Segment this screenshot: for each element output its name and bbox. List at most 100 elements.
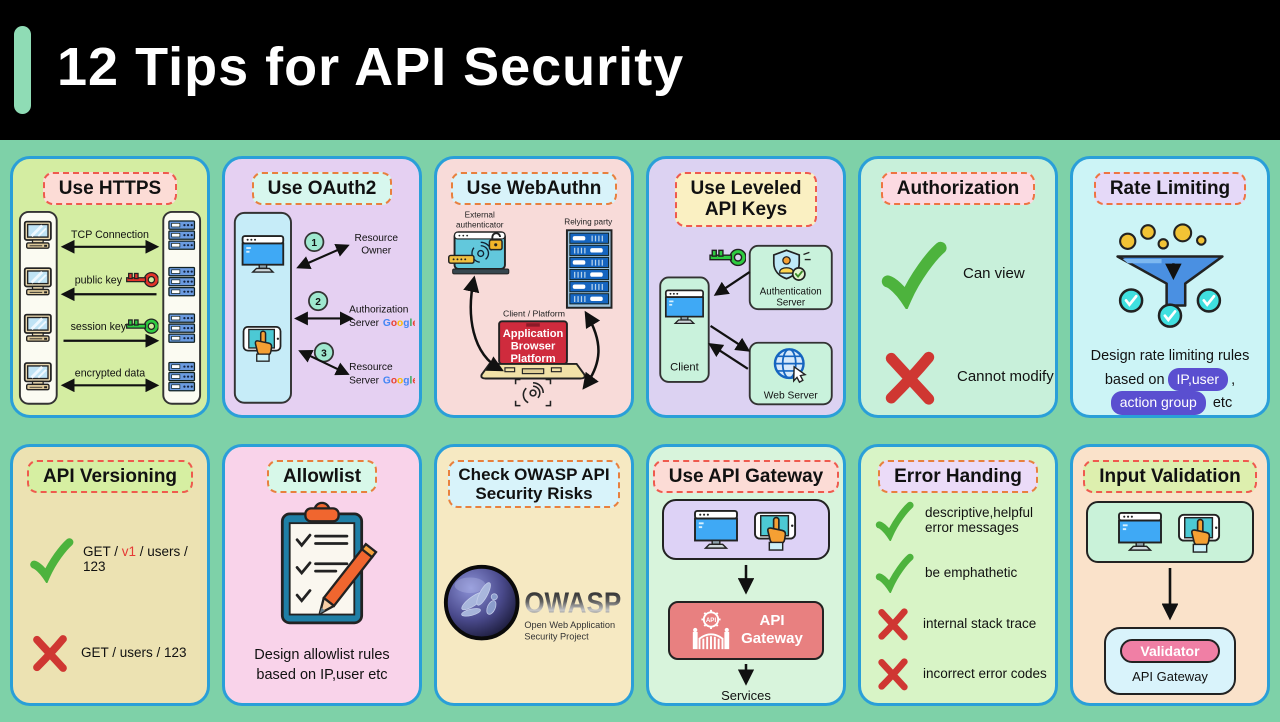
server-icon: [168, 362, 196, 392]
services-label: Services: [721, 688, 771, 703]
server-icon: [168, 267, 196, 297]
gateway-gate-icon: API: [692, 610, 730, 650]
validator-gateway-box: Validator API Gateway: [1104, 627, 1236, 696]
auth-server-label: Server: [776, 297, 806, 308]
fingerprint-icon: [514, 378, 552, 407]
owasp-logo: OWASP Open Web Application Security Proj…: [443, 564, 621, 642]
https-step-label: encrypted data: [75, 368, 145, 380]
laptop-screen-text: Browser: [511, 341, 556, 353]
check-icon: [27, 535, 75, 583]
server-icon: [168, 220, 196, 251]
computer-icon: [23, 313, 53, 343]
webauthn-diagram: External authenticator Relying party: [448, 211, 613, 407]
step-number: 3: [321, 349, 327, 360]
card-authorization: Authorization Can view Cannot modify: [858, 156, 1058, 418]
card-title-badge: Use Leveled API Keys: [674, 172, 818, 227]
card-title-badge: Allowlist: [266, 460, 378, 494]
computer-icon: [23, 267, 53, 297]
version-segment: v1: [121, 543, 137, 559]
card-title-badge: Rate Limiting: [1093, 172, 1247, 206]
card-title-badge: Use OAuth2: [251, 172, 393, 206]
card-title: Use Leveled: [690, 178, 802, 199]
authorization-allow-label: Can view: [963, 264, 1025, 282]
ip-user-pill: IP,user: [1167, 367, 1229, 392]
authorization-deny-label: Cannot modify: [957, 367, 1054, 385]
relying-party-label: Relying party: [564, 218, 613, 227]
monitor-icon: [1117, 511, 1163, 553]
card-rate-limiting: Rate Limiting Design rate limiting rules…: [1070, 156, 1270, 418]
authentication-server-node: Authentication Server: [748, 244, 833, 310]
card-title-badge: Error Handing: [878, 460, 1038, 494]
gateway-label-line2: Gateway: [741, 630, 803, 648]
cards-grid: Use HTTPS TCP Connection public key se: [0, 140, 1280, 722]
web-server-node: Web Server: [748, 341, 833, 405]
gate-icon-text: API: [706, 617, 717, 624]
check-icon: [873, 499, 915, 541]
https-step-label: TCP Connection: [71, 229, 149, 241]
cross-icon: [27, 629, 73, 675]
step-number: 1: [311, 238, 317, 249]
versioned-url: GET / v1 / users / 123: [83, 543, 188, 575]
action-group-pill: action group: [1110, 391, 1206, 415]
owasp-wordmark: OWASP: [524, 587, 621, 619]
card-title: Check OWASP API: [458, 465, 610, 484]
error-handling-item: internal stack trace: [923, 615, 1037, 631]
oauth-label-google: ServerGoogle: [349, 376, 415, 387]
laptop-screen-text: Platform: [510, 353, 555, 365]
laptop-screen-text: Application: [503, 328, 564, 340]
computer-icon: [23, 220, 53, 250]
external-authenticator-label: authenticator: [456, 221, 504, 230]
client-node: Client: [659, 276, 710, 383]
server-icon: [168, 313, 196, 344]
page-title: 12 Tips for API Security: [57, 37, 685, 97]
card-title-line2: API Keys: [704, 199, 788, 221]
card-title: Rate Limiting: [1109, 178, 1231, 199]
card-api-versioning: API Versioning GET / v1 / users / 123 GE…: [10, 444, 210, 706]
card-use-https: Use HTTPS TCP Connection public key se: [10, 156, 210, 418]
card-title-badge: Use HTTPS: [42, 172, 178, 206]
card-use-oauth2: Use OAuth2 1 Resource Owner 2 Authorizat…: [222, 156, 422, 418]
unversioned-url: GET / users / 123: [81, 644, 187, 660]
owasp-subtitle: Open Web Application: [524, 620, 615, 630]
computer-icon: [23, 362, 53, 392]
card-title: Authorization: [896, 178, 1020, 199]
card-use-api-gateway: Use API Gateway API API Gateway: [646, 444, 846, 706]
api-key-icon: [709, 248, 746, 266]
https-step-label: public key: [75, 275, 123, 287]
web-server-label: Web Server: [764, 390, 819, 401]
phone-hand-icon: [1177, 511, 1223, 553]
session-key-icon: [126, 318, 159, 335]
card-use-webauthn: Use WebAuthn External authenticator Rely…: [434, 156, 634, 418]
cross-icon: [877, 343, 943, 409]
cross-icon: [873, 603, 913, 643]
down-arrow: [738, 663, 754, 686]
server-column: [162, 211, 202, 405]
client-devices-box: [1086, 501, 1254, 564]
check-icon: [877, 237, 949, 309]
validator-pill: Validator: [1120, 638, 1220, 663]
oauth-label: Resource: [349, 362, 393, 373]
card-input-validation: Input Validation Validator API Gateway: [1070, 444, 1270, 706]
client-platform-label: Client / Platform: [503, 309, 565, 319]
api-gateway-label: API Gateway: [1132, 668, 1208, 684]
error-handling-item: be emphathetic: [925, 564, 1018, 580]
step-number: 2: [315, 297, 321, 308]
oauth-label-google: ServerGoogle: [349, 318, 415, 329]
error-handling-item: incorrect error codes: [923, 665, 1047, 681]
card-title-badge: Authorization: [880, 172, 1036, 206]
rate-limit-caption-line3: action group etc: [1091, 391, 1250, 415]
step-2-circle: [308, 291, 329, 312]
allowlist-caption-line2: based on IP,user etc: [256, 666, 388, 683]
header: 12 Tips for API Security: [0, 0, 1280, 140]
card-title-badge: API Versioning: [26, 460, 194, 494]
funnel-icon: [1116, 223, 1224, 329]
allowlist-caption-line1: Design allowlist rules: [254, 647, 390, 664]
card-title-badge: Use WebAuthn: [450, 172, 618, 206]
api-gateway-box: API API Gateway: [668, 601, 824, 660]
card-title: Error Handing: [894, 466, 1022, 487]
monitor-icon: [693, 509, 739, 551]
down-arrow: [738, 564, 754, 595]
phone-hand-icon: [753, 509, 799, 551]
